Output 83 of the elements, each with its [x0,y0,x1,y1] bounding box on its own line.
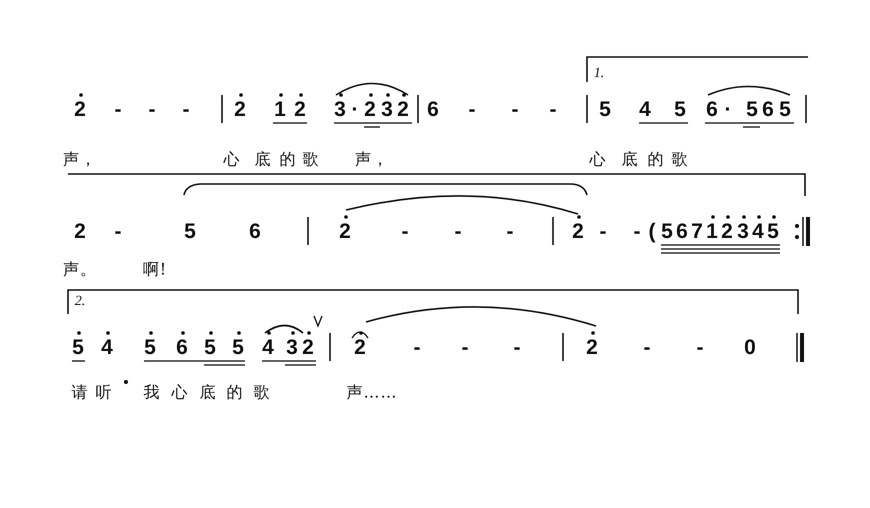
dash: - [514,336,520,360]
note-number: 2 [721,220,733,244]
note-number: 6 [706,98,718,122]
note-number: 2 [397,98,409,122]
lyric-text: 心 [590,150,606,170]
note-number: 2 [294,98,306,122]
dash: - [462,336,468,360]
dash: - [402,220,408,244]
note-number: 3 [381,98,393,122]
note-number: 5 [767,220,779,244]
lyric-text: 声， [355,150,389,170]
note-number: 4 [262,336,274,360]
note-number: 5 [746,98,758,122]
note-number: 7 [691,220,703,244]
note-number: 3 [737,220,749,244]
note-number: 0 [744,336,756,360]
dash: - [550,98,556,122]
note-number: 6 [676,220,688,244]
note-number: 2 [339,220,351,244]
note-number: 4 [752,220,764,244]
dash: - [148,98,156,122]
note-number: 5 [204,336,216,360]
note-number: 3 [286,336,298,360]
note-number: 2 [354,336,366,360]
dash: - [600,220,606,244]
dash: - [468,98,476,122]
note-number: 5 [232,336,244,360]
note-number: 2 [302,336,314,360]
lyric-text: 歌 [302,150,320,170]
note-number: 2 [586,336,598,360]
note-number: 5 [599,98,611,122]
lyric-text: 歌 [254,382,270,404]
dot-mark: · [352,98,358,122]
lyric-text: 心 [172,382,188,404]
dash: - [512,98,518,122]
note-number: 5 [144,336,156,360]
dash: - [644,336,650,360]
lyric-text: 的 [648,150,664,170]
dash: - [634,220,640,244]
lyric-text: 声， [63,150,97,170]
volta-number: 1. [594,66,604,82]
note-number: 6 [427,98,439,122]
note-number: 2 [572,220,584,244]
lyric-text: 听 [96,382,112,404]
lyric-text: 的 [280,150,296,170]
note-number: 4 [101,336,113,360]
note-number: 6 [176,336,188,360]
dot-mark: · [724,98,732,122]
note-number: ( [648,220,656,244]
note-number: 3 [334,98,346,122]
dash: - [114,220,122,244]
dash: - [182,98,190,122]
note-number: 5 [661,220,673,244]
note-number: 1 [706,220,718,244]
note-number: 6 [249,220,261,244]
volta-number: 2. [74,294,86,310]
note-number: 6 [762,98,774,122]
lyric-text: 底 [622,150,638,170]
lyric-text: 底 [200,382,216,404]
lyric-text: 我 [144,382,160,404]
lyric-text: 啊! [142,260,168,280]
lyric-text: 的 [226,382,244,404]
dash: - [506,220,514,244]
note-number: 2 [364,98,376,122]
note-number: 1 [274,98,286,122]
note-number: 2 [234,98,246,122]
dash: - [454,220,462,244]
lyric-text: 底 [254,150,272,170]
note-number: 5 [779,98,791,122]
lyric-text: 声。 [63,260,97,280]
lyric-text: 歌 [672,150,688,170]
note-number: 5 [674,98,686,122]
note-number: 5 [184,220,196,244]
dash: - [414,336,420,360]
note-number: 4 [639,98,651,122]
note-number: 5 [72,336,84,360]
note-number: 2 [74,220,86,244]
lyric-text: 心 [224,150,240,170]
dash: - [114,98,122,122]
lyric-text: 请 [72,382,88,404]
dash: - [696,336,704,360]
note-number: 2 [74,98,86,122]
lyric-text: 声…… [346,382,398,404]
